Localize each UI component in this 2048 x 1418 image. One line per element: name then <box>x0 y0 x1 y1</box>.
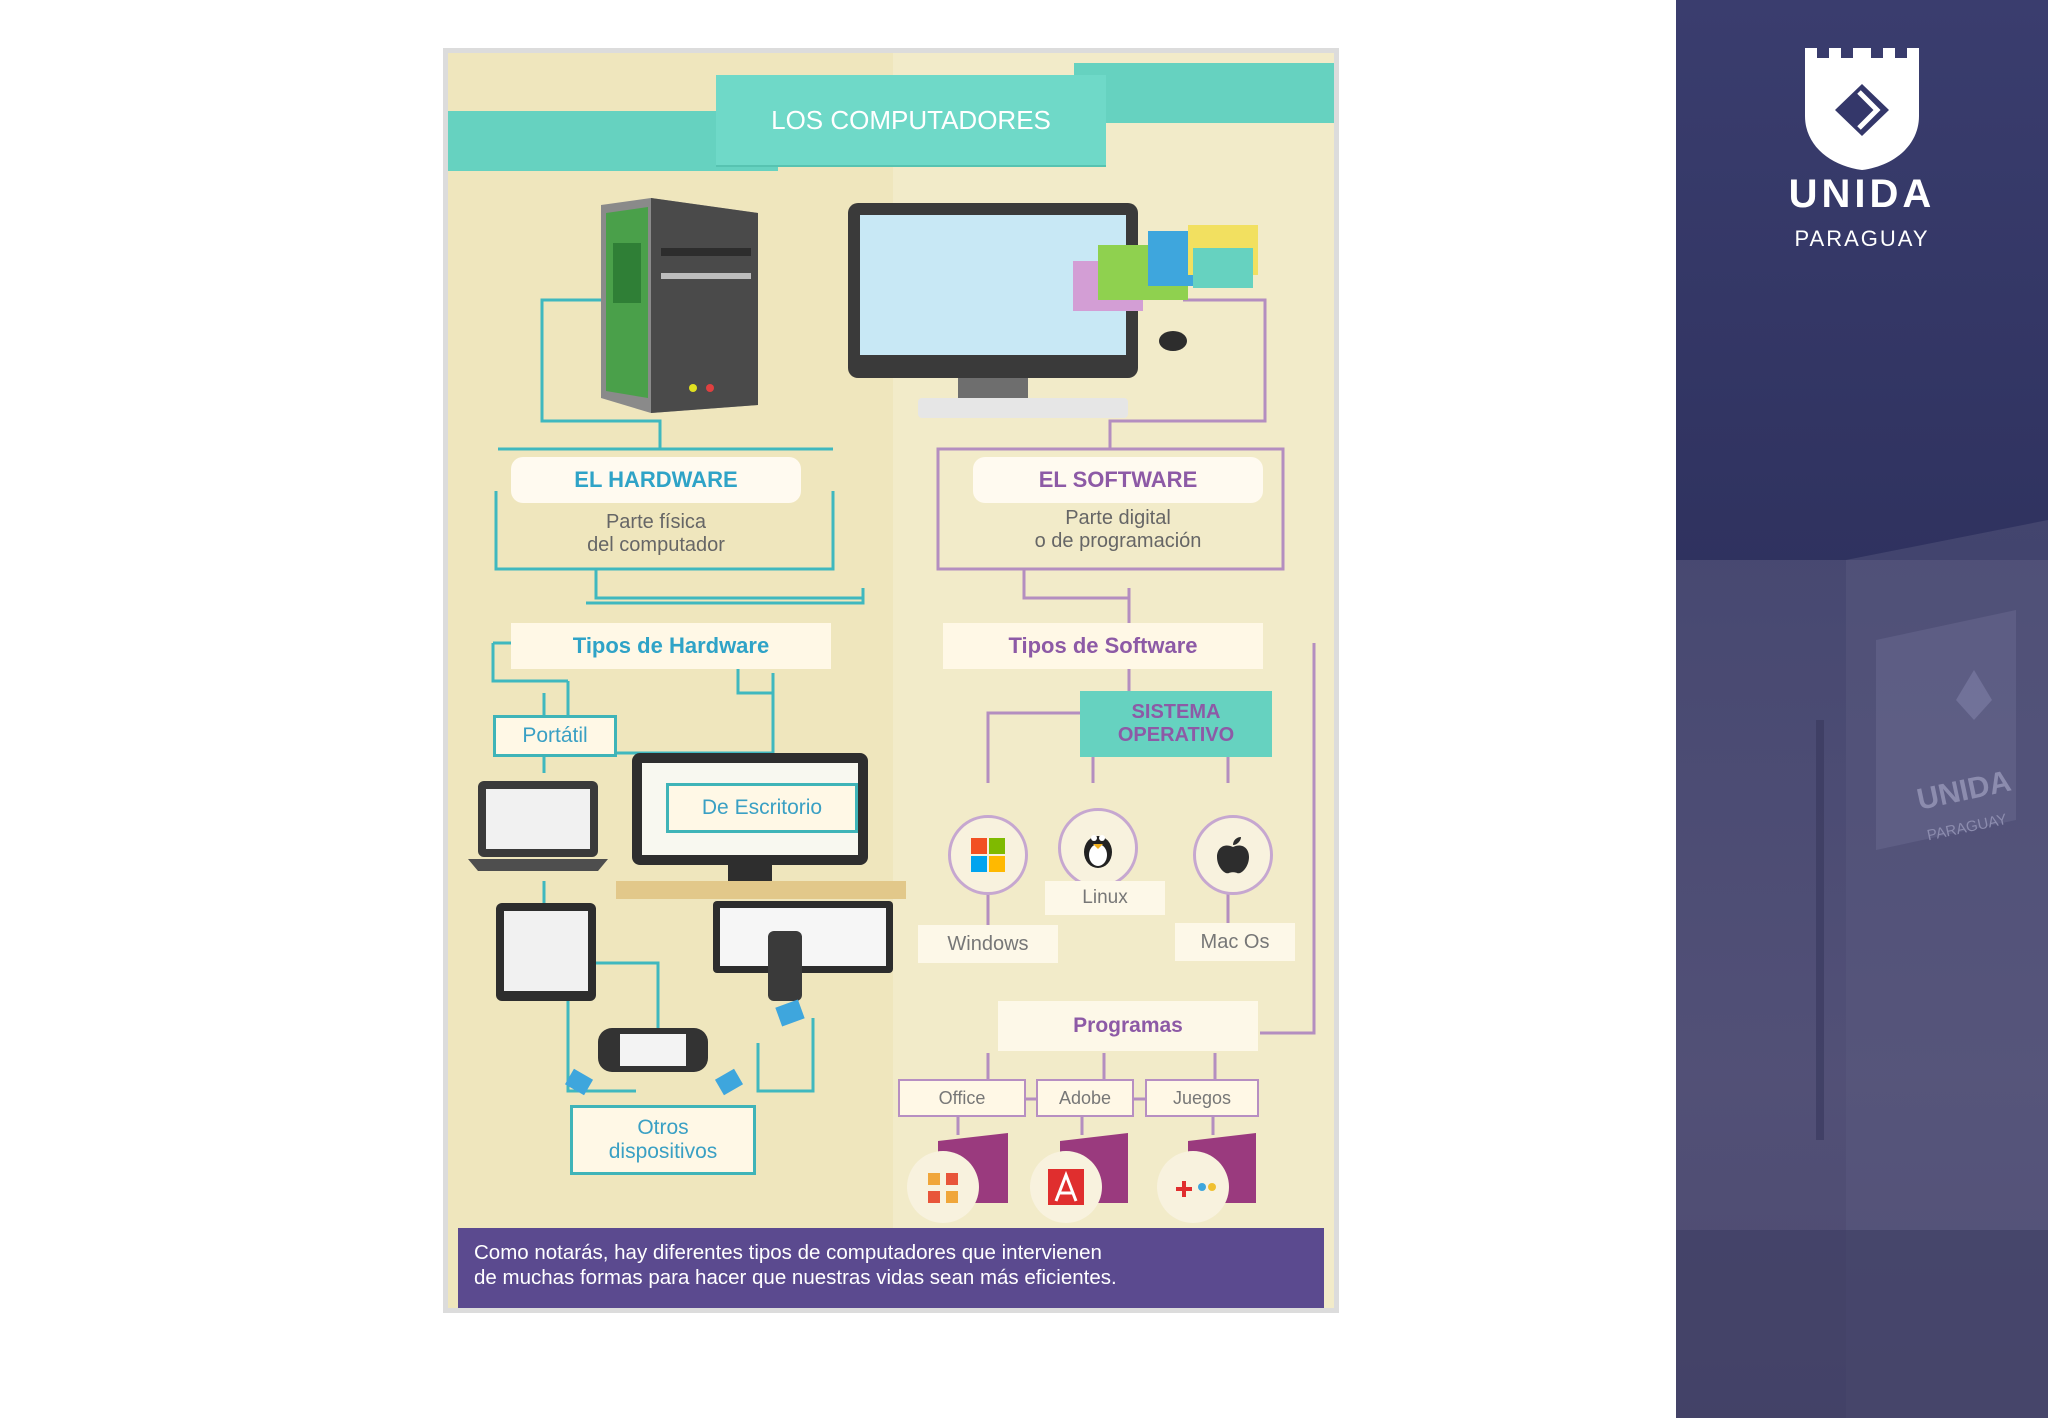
program-office-label: Office <box>898 1079 1026 1117</box>
software-description: Parte digital o de programación <box>1034 507 1202 552</box>
os-windows-label: Windows <box>918 925 1058 963</box>
poster-footer: Como notarás, hay diferentes tipos de co… <box>458 1228 1324 1308</box>
portatil-label: Portátil <box>493 715 617 757</box>
hardware-types-label: Tipos de Hardware <box>511 623 831 669</box>
programas-label: Programas <box>998 1001 1258 1051</box>
building-sign-logo <box>1956 670 1992 720</box>
os-linux-label: Linux <box>1045 881 1165 915</box>
infographic-poster: LOS COMPUTADORES <box>443 48 1339 1313</box>
handheld-console-icon <box>564 1028 744 1096</box>
monitor-icon <box>848 203 1258 418</box>
adobe-icon <box>1030 1133 1128 1223</box>
office-icon <box>907 1133 1008 1223</box>
title-ribbon-right <box>1074 63 1334 123</box>
program-adobe-label: Adobe <box>1036 1079 1134 1117</box>
linux-tux-icon <box>1058 808 1138 888</box>
otros-dispositivos-label: Otros dispositivos <box>570 1105 756 1175</box>
brand-country: PARAGUAY <box>1794 226 1930 251</box>
tv-remote-icon <box>713 901 893 1027</box>
computer-tower-icon <box>601 198 758 413</box>
os-macos-label: Mac Os <box>1175 923 1295 961</box>
poster-title: LOS COMPUTADORES <box>716 75 1106 165</box>
campus-photo-overlay: UNIDA PARAGUAY <box>1676 520 2048 1418</box>
brand-sidebar: UNIDA PARAGUAY UNIDA PARAGUAY <box>1676 0 2048 1418</box>
hardware-heading: EL HARDWARE <box>511 457 801 503</box>
gamepad-icon <box>1157 1133 1256 1223</box>
unida-shield-logo <box>1805 48 1919 170</box>
escritorio-label: De Escritorio <box>666 783 858 833</box>
software-types-label: Tipos de Software <box>943 623 1263 669</box>
sistema-operativo-label: SISTEMA OPERATIVO <box>1080 691 1272 757</box>
flow-diagram <box>468 198 1316 1223</box>
apple-logo-icon <box>1193 815 1273 895</box>
brand-name: UNIDA <box>1788 172 1936 216</box>
tablet-icon <box>496 903 596 1001</box>
program-juegos-label: Juegos <box>1145 1079 1259 1117</box>
laptop-icon <box>468 781 608 871</box>
hardware-description: Parte física del computador <box>587 511 725 556</box>
windows-logo-icon <box>948 815 1028 895</box>
software-heading: EL SOFTWARE <box>973 457 1263 503</box>
